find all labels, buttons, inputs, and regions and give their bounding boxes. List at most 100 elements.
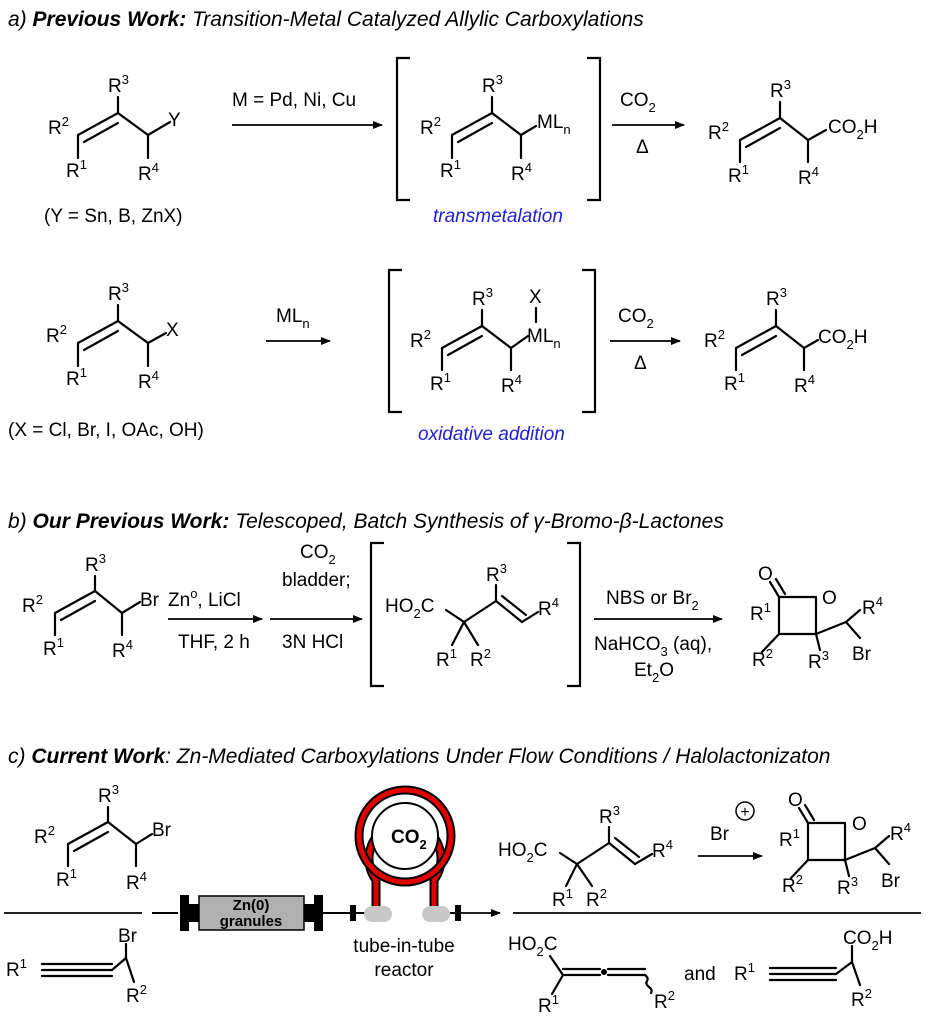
r2-label: R2: [708, 119, 729, 144]
allyl-x-substrate: R3 R2 R1 R4 X: [46, 280, 179, 393]
r2-label: R2: [48, 114, 69, 139]
r4-label: R4: [126, 869, 147, 894]
unsaturated-acid-product: HO2C R3 R4 R1 R2: [498, 803, 673, 911]
zinc-licl-condition: Zno, LiCl: [168, 586, 241, 611]
r3-label: R3: [599, 803, 620, 828]
ho2c-group: HO2C: [508, 934, 557, 959]
r4-label: R4: [652, 837, 673, 862]
metal-ligand-label: MLn: [527, 326, 561, 351]
reactor-end-right: [422, 906, 450, 922]
r3-label: R3: [770, 77, 791, 102]
r2-label: R2: [420, 114, 441, 139]
r1-label: R1: [43, 635, 64, 660]
r1-label: R1: [436, 646, 457, 671]
r2-label: R2: [126, 982, 147, 1007]
column-fitting-left-inner: [189, 904, 199, 922]
reactor-inlet-fitting: [350, 905, 356, 921]
unsaturated-acid-intermediate: HO2C R3 R4 R1 R2: [385, 561, 559, 671]
left-bracket-a1: [395, 56, 410, 202]
heat-symbol: Δ: [636, 137, 649, 158]
r2-label: R2: [782, 872, 803, 897]
right-bracket-a1: [587, 56, 602, 202]
r4-label: R4: [890, 820, 911, 845]
r1-label: R1: [56, 866, 77, 891]
ho2c-group: HO2C: [385, 596, 434, 621]
allene-center-dot: [601, 969, 607, 975]
heat-symbol: Δ: [634, 353, 647, 374]
ho2c-group: HO2C: [498, 840, 547, 865]
r1-label: R1: [66, 157, 87, 182]
co2-bladder-line1: CO2: [300, 542, 336, 567]
carbonyl-oxygen: O: [788, 790, 803, 811]
ether-solvent: Et2O: [634, 660, 674, 685]
nbs-br2-condition: NBS or Br2: [606, 588, 699, 613]
transmetalation-label: transmetalation: [433, 206, 563, 227]
right-bracket-a2: [582, 268, 597, 414]
r3-label: R3: [108, 72, 129, 97]
r4-label: R4: [862, 594, 883, 619]
oxidative-addition-label: oxidative addition: [418, 424, 565, 445]
carboxylic-acid-product: R3 R2 R1 R4 CO2H: [708, 77, 877, 189]
bicarbonate-condition: NaHCO3 (aq),: [594, 634, 712, 659]
bromide-label: Br: [140, 590, 160, 611]
metal-ligand-label: MLn: [537, 112, 571, 137]
co2-reagent: CO2: [618, 306, 654, 331]
r1-label: R1: [779, 826, 800, 851]
ring-oxygen: O: [852, 814, 867, 835]
r4-label: R4: [511, 160, 532, 185]
r1-label: R1: [538, 992, 559, 1017]
r1-label: R1: [6, 956, 27, 981]
oxidative-addition-intermediate: R3 R2 R1 R4 X MLn: [410, 285, 561, 397]
co2h-group: CO2H: [843, 928, 892, 953]
r3-label: R3: [472, 285, 493, 310]
left-bracket-a2: [387, 268, 402, 414]
column-fitting-right-inner: [304, 904, 314, 922]
positive-charge-circle: [735, 801, 755, 821]
reactor-label-line1: tube-in-tube: [353, 936, 454, 957]
r2-label: R2: [654, 988, 675, 1013]
column-fitting-right: [314, 895, 323, 931]
co2h-group: CO2H: [828, 117, 877, 142]
column-label-line1: Zn(0): [233, 897, 270, 914]
r3-label: R3: [482, 72, 503, 97]
r1-label: R1: [552, 886, 573, 911]
bromo-beta-lactone-product: O O R1 R2 R3 R4 Br: [750, 564, 883, 673]
left-bracket-b: [369, 541, 384, 688]
r4-label: R4: [138, 368, 159, 393]
reactor-end-left: [364, 906, 392, 922]
x-on-metal: X: [529, 287, 542, 308]
r2-label: R2: [410, 327, 431, 352]
r1-label: R1: [728, 162, 749, 187]
section-a-heading: a) Previous Work: Transition-Metal Catal…: [8, 8, 644, 31]
column-fitting-left: [180, 895, 189, 931]
r4-label: R4: [798, 164, 819, 189]
allyl-metal-intermediate: R3 R2 R1 R4 MLn: [420, 72, 571, 185]
r2-label: R2: [704, 327, 725, 352]
reactor-outlet-fitting: [455, 905, 461, 921]
r4-label: R4: [501, 372, 522, 397]
r3-label: R3: [85, 551, 106, 576]
allyl-bromide-substrate: R3 R2 R1 R4 Br: [34, 782, 172, 894]
reactor-label-line2: reactor: [374, 960, 434, 981]
r3-label: R3: [808, 648, 829, 673]
section-c-heading: c) Current Work: Zn-Mediated Carboxylati…: [8, 745, 830, 768]
and-connector: and: [684, 964, 716, 985]
leaving-group-y: Y: [168, 110, 181, 131]
mln-condition: MLn: [276, 306, 310, 331]
r3-label: R3: [98, 782, 119, 807]
r2-label: R2: [586, 886, 607, 911]
bromide-label: Br: [118, 926, 138, 947]
allenic-acid-product: HO2C R1 R2: [508, 934, 675, 1017]
r4-label: R4: [794, 372, 815, 397]
y-definition-note: (Y = Sn, B, ZnX): [44, 206, 183, 227]
bromide-label: Br: [152, 820, 172, 841]
r3-label: R3: [486, 561, 507, 586]
r1-label: R1: [750, 600, 771, 625]
r4-label: R4: [538, 595, 559, 620]
r2-label: R2: [470, 646, 491, 671]
bromine-label: Br: [881, 871, 901, 892]
ring-oxygen: O: [822, 588, 837, 609]
flow-apparatus: Zn(0) granules CO2 tube-in-tube reactor: [152, 785, 501, 981]
right-bracket-b: [567, 541, 582, 688]
